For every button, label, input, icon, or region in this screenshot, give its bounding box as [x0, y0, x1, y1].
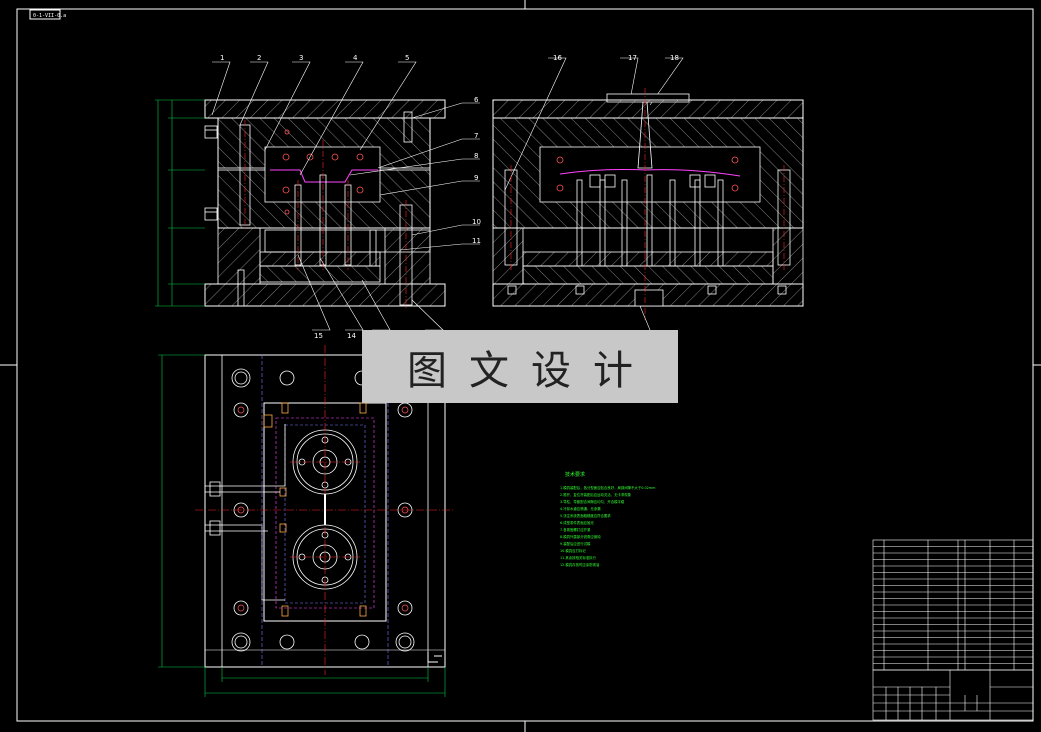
- svg-text:4: 4: [353, 54, 358, 62]
- svg-text:8.模具外露部分锐角应倒钝: 8.模具外露部分锐角应倒钝: [560, 534, 601, 539]
- svg-text:7: 7: [474, 132, 478, 140]
- title-block: [872, 669, 1034, 721]
- svg-text:7.各紧固螺钉应拧紧: 7.各紧固螺钉应拧紧: [560, 527, 591, 532]
- svg-text:1.模具装配后，各分型面应贴合良好，局部间隙不大于0.02m: 1.模具装配后，各分型面应贴合良好，局部间隙不大于0.02mm: [560, 485, 656, 490]
- svg-text:11: 11: [472, 237, 481, 245]
- svg-text:技术要求: 技术要求: [565, 471, 585, 478]
- svg-text:5: 5: [405, 54, 409, 62]
- watermark-text: 图文设计: [407, 347, 655, 394]
- sheet-label: 0-1-VII-0.a: [33, 13, 66, 19]
- plan-view: [158, 345, 455, 697]
- svg-text:9.装配后应进行试模: 9.装配后应进行试模: [560, 541, 591, 546]
- svg-text:9: 9: [474, 174, 478, 182]
- svg-text:17: 17: [628, 54, 637, 62]
- svg-text:4.冷却水道应畅通，无渗漏: 4.冷却水道应畅通，无渗漏: [560, 506, 601, 511]
- svg-text:3.导柱、导套配合间隙应均匀，开合模平稳: 3.导柱、导套配合间隙应均匀，开合模平稳: [560, 499, 625, 504]
- svg-text:18: 18: [670, 54, 679, 62]
- svg-text:5.浇注系统表面粗糙度应符合要求: 5.浇注系统表面粗糙度应符合要求: [560, 513, 611, 518]
- svg-text:2.推杆、复位杆装配后应运动灵活，无卡滞现象: 2.推杆、复位杆装配后应运动灵活，无卡滞现象: [560, 492, 632, 497]
- parts-list-table: [872, 539, 1034, 671]
- front-section-view: [155, 99, 446, 310]
- svg-text:16: 16: [553, 54, 562, 62]
- svg-text:14: 14: [347, 332, 356, 340]
- svg-text:10: 10: [472, 218, 481, 226]
- svg-text:6.成型零件表面应抛光: 6.成型零件表面应抛光: [560, 520, 594, 525]
- side-section-view: [492, 88, 804, 331]
- svg-text:3: 3: [299, 54, 303, 62]
- svg-text:12.模具存放时应涂防锈油: 12.模具存放时应涂防锈油: [560, 562, 600, 567]
- svg-text:11.其余按相关标准执行: 11.其余按相关标准执行: [560, 555, 597, 560]
- tech-requirements: 技术要求 1.模具装配后，各分型面应贴合良好，局部间隙不大于0.02mm 2.推…: [560, 471, 656, 567]
- svg-text:15: 15: [314, 332, 323, 340]
- watermark-banner: 图文设计: [362, 330, 678, 403]
- svg-text:1: 1: [220, 54, 224, 62]
- svg-text:6: 6: [474, 96, 479, 104]
- svg-text:10.模具应打标记: 10.模具应打标记: [560, 548, 586, 553]
- svg-text:8: 8: [474, 152, 478, 160]
- svg-text:2: 2: [257, 54, 261, 62]
